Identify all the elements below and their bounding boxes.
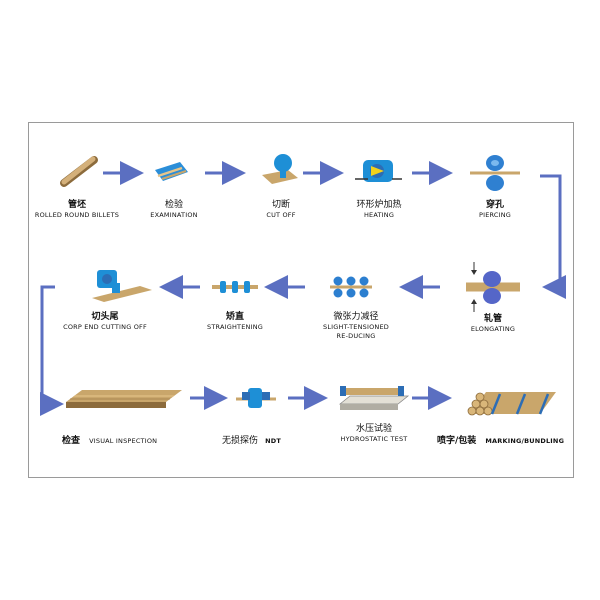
examination-icon [155,162,188,181]
arrow-9-10 [40,285,64,416]
step-label-en: CUT OFF [266,211,296,219]
furnace-icon [355,160,402,182]
straightening-rolls-icon [212,281,258,293]
step-straightening: 矫直 STRAIGHTENING [175,312,295,332]
step-label-cn: 矫直 [225,312,244,322]
arrow-5-6 [540,174,566,299]
elongating-rolls-icon [466,262,520,312]
step-piercing: 穿孔 PIERCING [435,200,555,220]
step-label-en: VISUAL INSPECTION [89,437,158,445]
end-cutting-icon [92,270,152,302]
reducing-rolls-icon [330,276,372,298]
step-label-cn: 轧管 [483,314,502,324]
step-label-en: MARKING/BUNDLING [485,437,565,445]
step-label-cn: 检查 [62,436,81,446]
step-label-en: ROLLED ROUND BILLETS [34,211,120,219]
process-flow-frame [28,122,574,478]
step-label-en: STRAIGHTENING [207,323,263,331]
step-label-en: EXAMINATION [150,211,198,219]
step-label-en-2: RE-DUCING [336,332,376,340]
step-label-cn: 环形炉加热 [356,200,402,210]
step-label-cn: 微张力减径 [333,312,379,322]
step-label-cn: 穿孔 [485,200,504,210]
billet-icon [60,156,98,187]
step-end-cutting-off: 切头尾 CORP END CUTTING OFF [45,312,165,332]
step-label-cn: 无损探伤 [222,436,259,446]
step-label-cn: 切断 [271,200,290,210]
step-label-cn: 喷字/包装 [437,436,477,446]
step-label-en: ELONGATING [470,325,516,333]
step-slight-tensioned-reducing: 微张力减径 SLIGHT-TENSIONED RE-DUCING [296,312,416,341]
step-elongating: 轧管 ELONGATING [433,314,553,334]
step-label-cn: 管坯 [67,200,86,210]
step-marking-bundling: 喷字/包装 MARKING/BUNDLING [437,428,564,447]
hydrostatic-test-icon [338,386,410,410]
step-label-en: CORP END CUTTING OFF [63,323,147,331]
step-label-en: PIERCING [478,211,512,219]
step-ndt: 无损探伤 NDT [222,428,281,447]
step-label-cn: 检验 [164,200,183,210]
step-label-cn: 切头尾 [91,312,119,322]
bundle-icon [467,392,556,416]
step-label-en: SLIGHT-TENSIONED [323,323,389,331]
ndt-icon [236,388,276,408]
step-cut-off: 切断 CUT OFF [221,200,341,220]
step-label-cn: 水压试验 [355,424,392,434]
step-label-en: HEATING [363,211,395,219]
cutting-icon [262,154,298,184]
step-rolled-round-billets: 管坯 ROLLED ROUND BILLETS [17,200,137,220]
step-label-en: HYDROSTATIC TEST [340,435,408,443]
step-visual-inspection: 检查 VISUAL INSPECTION [62,428,157,447]
piercing-rolls-icon [470,155,520,191]
step-hydrostatic-test: 水压试验 HYDROSTATIC TEST [314,424,434,444]
step-label-en: NDT [265,437,281,445]
step-examination: 检验 EXAMINATION [114,200,234,220]
flow-arrows [40,161,566,416]
step-heating: 环形炉加热 HEATING [319,200,439,220]
inspection-pipes-icon [66,390,182,408]
